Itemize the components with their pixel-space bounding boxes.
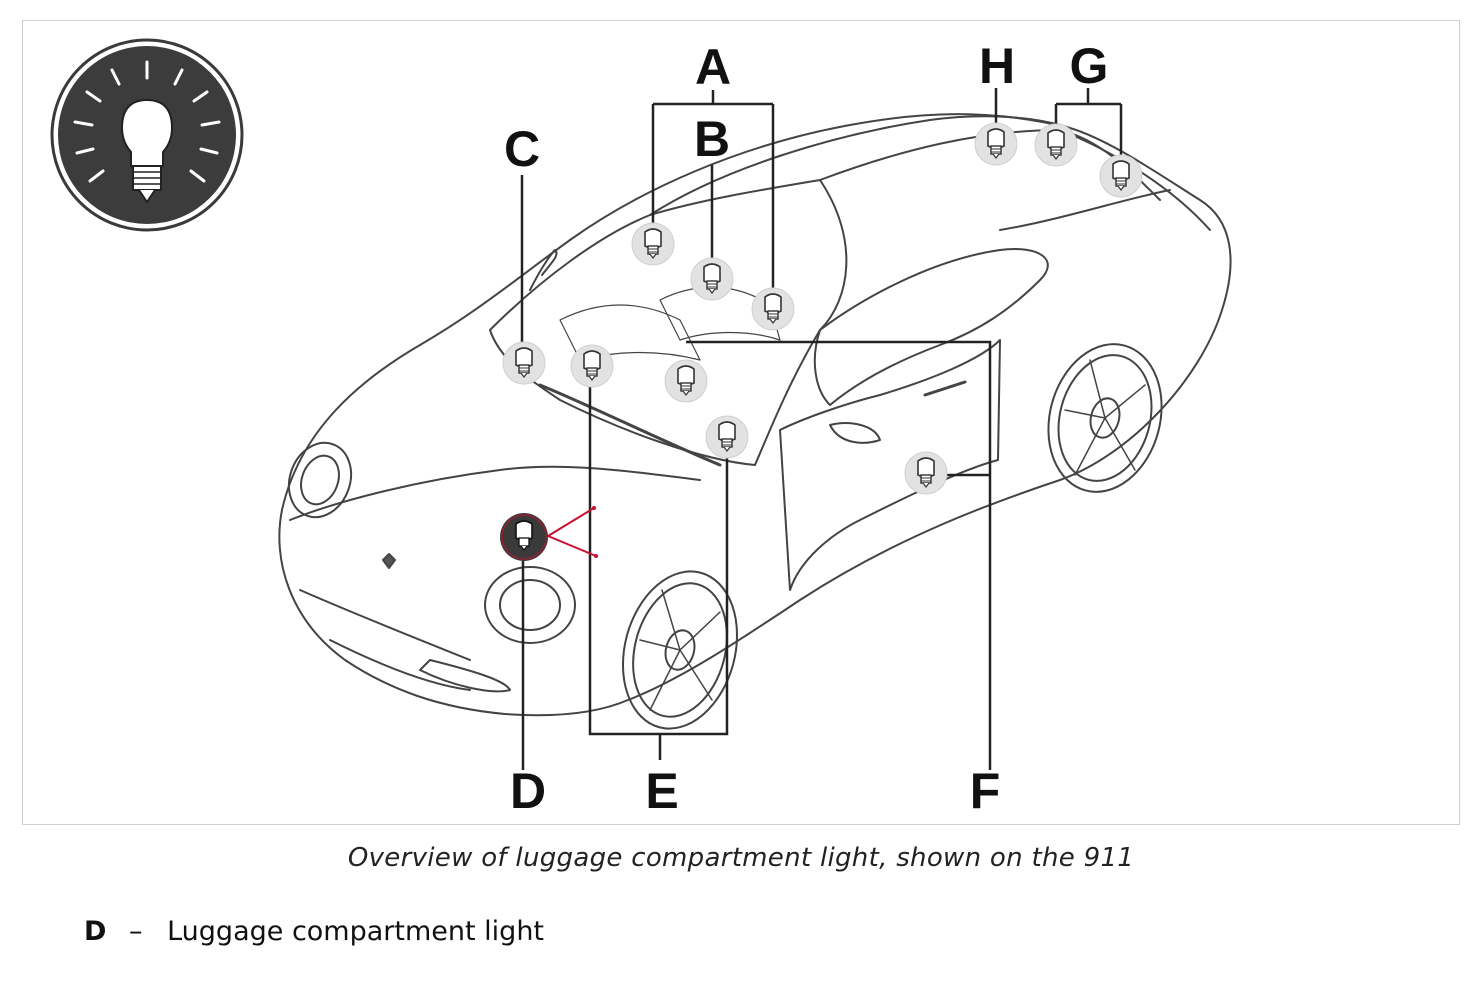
bulb-E-right [706, 416, 748, 458]
label-A: A [695, 39, 731, 95]
bulb-B [691, 258, 733, 300]
car-outline [279, 114, 1231, 741]
legend-item: D – Luggage compartment light [84, 916, 544, 947]
legend-key: D [84, 916, 106, 947]
label-D: D [510, 763, 546, 819]
bulb-H [975, 123, 1017, 165]
bulb-E-left [571, 345, 613, 387]
bulb-G-left [1035, 124, 1077, 166]
bulb-A-left [632, 223, 674, 265]
luggage-compartment-light-icon [500, 506, 598, 561]
legend-dash: – [129, 916, 143, 947]
label-F: F [970, 763, 1001, 819]
bulb-C [503, 342, 545, 384]
label-B: B [694, 111, 730, 167]
light-bulb-icon [52, 40, 242, 230]
bulb-G-right [1100, 155, 1142, 197]
leader-lines [522, 88, 1121, 770]
label-E: E [645, 763, 678, 819]
bulb-F-door [905, 452, 947, 494]
label-G: G [1070, 38, 1109, 94]
label-H: H [979, 38, 1015, 94]
bulb-F-interior [665, 360, 707, 402]
figure-caption: Overview of luggage compartment light, s… [0, 843, 1482, 873]
bulb-A-right [752, 288, 794, 330]
label-C: C [504, 121, 540, 177]
legend-text: Luggage compartment light [167, 916, 544, 947]
